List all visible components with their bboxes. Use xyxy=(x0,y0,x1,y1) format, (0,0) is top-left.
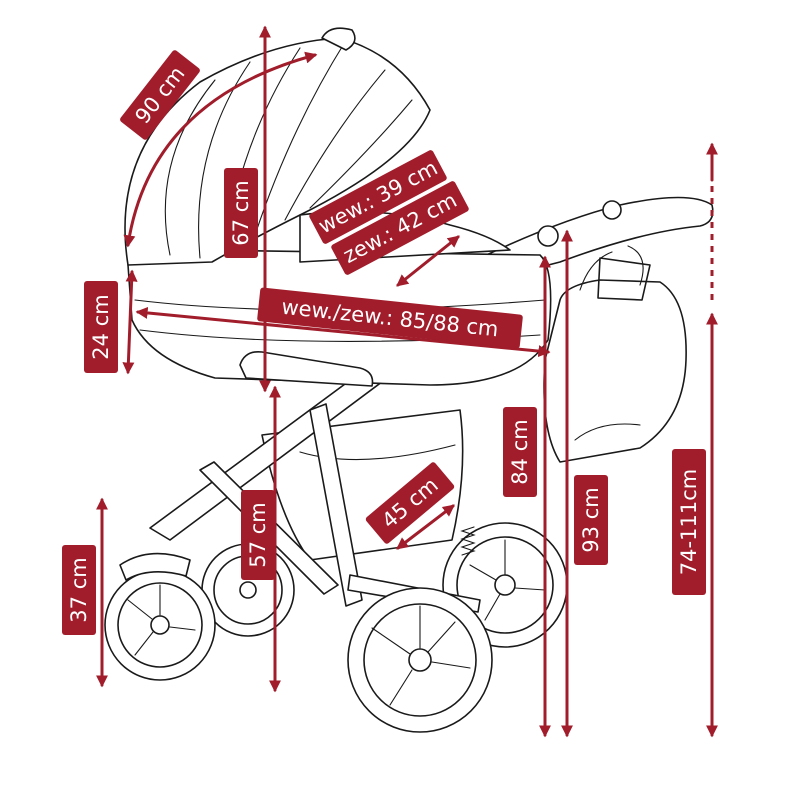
changing-bag xyxy=(543,245,687,463)
svg-text:67 cm: 67 cm xyxy=(229,180,253,245)
label-canopy-height: 67 cm xyxy=(224,168,258,258)
dim-line-canopy-arc xyxy=(123,51,318,248)
stroller-illustration xyxy=(104,27,714,733)
svg-text:74-111cm: 74-111cm xyxy=(677,469,701,575)
label-handle-84: 84 cm xyxy=(503,407,537,497)
label-handle-93: 93 cm xyxy=(574,475,608,565)
label-side-depth: 24 cm xyxy=(84,281,118,373)
svg-text:84 cm: 84 cm xyxy=(508,419,532,484)
svg-text:93 cm: 93 cm xyxy=(579,487,603,552)
dim-line-length xyxy=(135,306,551,358)
dim-line-width xyxy=(396,235,460,287)
dimension-lines xyxy=(96,25,718,738)
svg-text:24 cm: 24 cm xyxy=(89,294,113,359)
svg-text:37 cm: 37 cm xyxy=(67,557,91,622)
label-handle-adjustable: 74-111cm xyxy=(672,449,706,595)
svg-text:57 cm: 57 cm xyxy=(246,502,270,567)
dim-line-side-depth xyxy=(122,269,138,375)
front-wheel xyxy=(347,587,493,733)
rear-wheel xyxy=(104,552,216,681)
label-seat-height: 57 cm xyxy=(241,490,275,580)
frame-front-leg xyxy=(309,403,363,607)
label-wheel-height: 37 cm xyxy=(62,545,96,635)
dim-line-basket xyxy=(396,504,455,550)
